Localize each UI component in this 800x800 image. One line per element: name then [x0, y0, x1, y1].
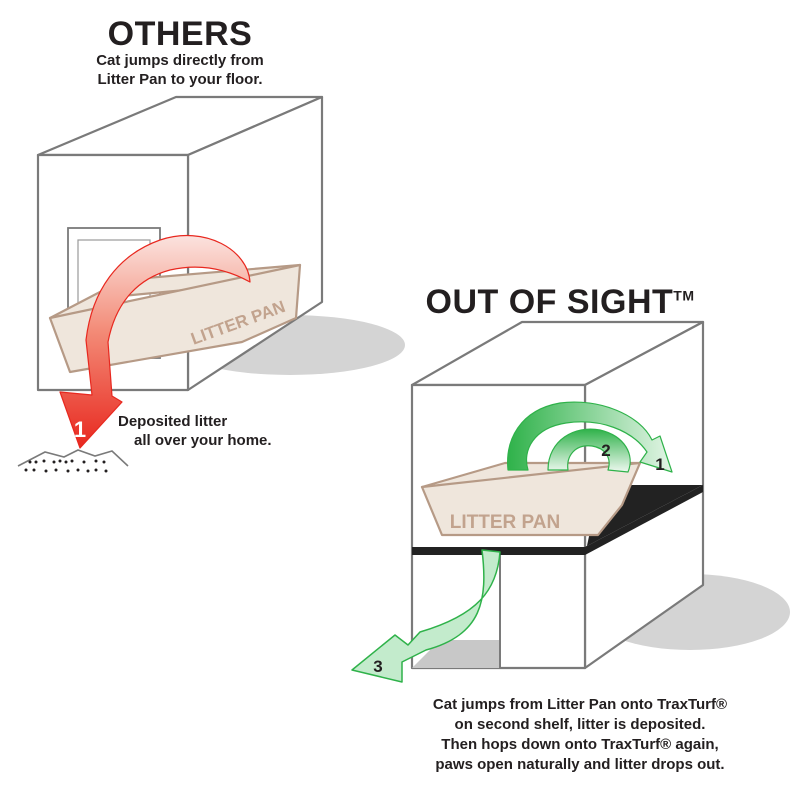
- oos-pan-label: LITTER PAN: [450, 512, 560, 533]
- others-step1-number: 1: [74, 417, 86, 442]
- others-deposit-line1: Deposited litter: [118, 413, 228, 430]
- oos-step1-number: 1: [655, 455, 664, 474]
- litter-pile-icon: [17, 449, 129, 467]
- oos-green-arrow-3: [351, 549, 501, 683]
- oos-caption-line4: paws open naturally and litter drops out…: [435, 756, 725, 773]
- others-subtitle-line1: Cat jumps directly from: [96, 52, 264, 69]
- oos-step3-number: 3: [373, 657, 382, 676]
- others-title: OTHERS: [107, 15, 253, 53]
- oos-title: OUT OF SIGHTTM: [400, 283, 720, 322]
- others-red-arrow: [59, 235, 251, 449]
- scattered-litter-dots: [24, 459, 108, 473]
- oos-title-text: OUT OF SIGHT: [425, 283, 674, 321]
- oos-green-arrow-1: [507, 401, 673, 473]
- oos-caption-line1: Cat jumps from Litter Pan onto TraxTurf®: [432, 696, 728, 713]
- oos-caption-line3: Then hops down onto TraxTurf® again,: [441, 736, 719, 753]
- oos-traxturf-shelf-edge: [585, 485, 703, 555]
- oos-trademark: TM: [673, 287, 695, 304]
- oos-caption-line2: on second shelf, litter is deposited.: [454, 716, 706, 733]
- others-subtitle-line2: Litter Pan to your floor.: [97, 71, 263, 88]
- oos-step2-number: 2: [601, 441, 610, 460]
- others-pan-front: [48, 263, 302, 374]
- oos-pan-front: [420, 461, 642, 537]
- out-of-sight-group: LITTER PAN 2 1 3: [351, 320, 790, 683]
- oos-litter-pan: [420, 461, 642, 537]
- others-deposit-line2: all over your home.: [134, 432, 272, 449]
- oos-green-arrow-2: [547, 428, 631, 473]
- others-group: LITTER PAN 1: [17, 95, 405, 473]
- oos-traxturf-shelf: [412, 485, 703, 555]
